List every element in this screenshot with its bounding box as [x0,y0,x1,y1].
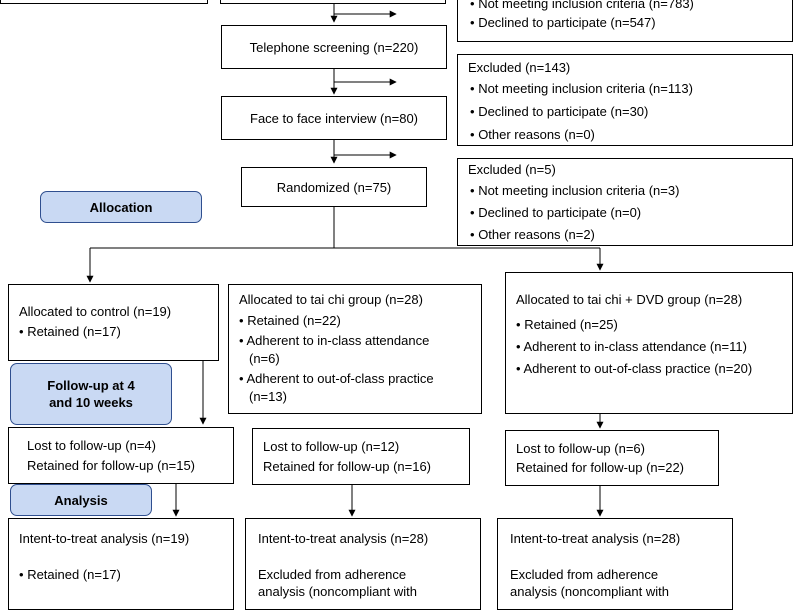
bullet-icon: • [239,333,244,348]
bullet-icon: • [19,324,24,339]
excluded2-title: Excluded (n=143) [468,60,571,75]
randomized-label: Randomized (n=75) [276,179,392,195]
dvd-item: Adherent to out-of-class practice (n=20) [523,361,753,376]
followup-text-line1: Follow-up at 4 [47,378,135,393]
excluded3-title: Excluded (n=5) [468,162,556,177]
dvd-followup-box: Lost to follow-up (n=6) Retained for fol… [505,430,719,486]
bullet-icon: • [239,371,244,386]
excluded2-item: Declined to participate (n=30) [478,104,649,119]
telephone-screening-box: Telephone screening (n=220) [221,25,447,69]
randomized-box: Randomized (n=75) [241,167,427,207]
bullet-icon: • [516,339,521,354]
dvd-itt-label: Intent-to-treat analysis (n=28) [510,531,681,546]
followup-label: Follow-up at 4 and 10 weeks [10,363,172,425]
dvd-retained-followup-label: Retained for follow-up (n=22) [516,460,685,475]
dvd-excl-line1: Excluded from adherence [510,567,659,582]
excluded-box-1: • Not meeting inclusion criteria (n=783)… [457,0,793,42]
control-analysis-box: Intent-to-treat analysis (n=19) • Retain… [8,518,234,610]
control-itt-label: Intent-to-treat analysis (n=19) [19,531,190,546]
bullet-icon: • [19,567,24,582]
control-followup-box: Lost to follow-up (n=4) Retained for fol… [8,427,234,484]
bullet-icon: • [470,104,475,119]
allocation-text: Allocation [89,199,153,215]
analysis-label: Analysis [10,484,152,516]
control-allocated-label: Allocated to control (n=19) [19,304,172,319]
taichi-excl-line1: Excluded from adherence [258,567,407,582]
control-analysis-item: Retained (n=17) [27,567,121,582]
bullet-icon: • [470,183,475,198]
excluded1-declined: Declined to participate (n=547) [478,15,656,30]
excluded-box-2: Excluded (n=143) • Not meeting inclusion… [457,54,793,146]
dvd-allocation-box: Allocated to tai chi + DVD group (n=28) … [505,272,793,414]
taichi-analysis-box: Intent-to-treat analysis (n=28) Excluded… [245,518,481,610]
taichi-followup-box: Lost to follow-up (n=12) Retained for fo… [252,428,470,485]
bullet-icon: • [470,81,475,96]
taichi-allocated-label: Allocated to tai chi group (n=28) [239,292,423,307]
telephone-screening-label: Telephone screening (n=220) [249,39,419,55]
excluded2-item: Other reasons (n=0) [478,127,595,142]
bullet-icon: • [516,361,521,376]
top-center-box [220,0,446,4]
control-retained-followup-label: Retained for follow-up (n=15) [27,458,196,473]
excluded1-not-meeting: Not meeting inclusion criteria (n=783) [478,0,694,11]
taichi-item: Adherent to out-of-class practice [246,371,434,386]
followup-text-line2: and 10 weeks [49,395,133,410]
bullet-icon: • [470,0,475,11]
bullet-icon: • [470,205,475,220]
excluded-box-3: Excluded (n=5) • Not meeting inclusion c… [457,158,793,246]
taichi-lost-label: Lost to follow-up (n=12) [263,439,400,454]
taichi-item: (n=13) [249,389,287,404]
control-item: Retained (n=17) [27,324,121,339]
excluded3-item: Declined to participate (n=0) [478,205,642,220]
control-allocation-box: Allocated to control (n=19) • Retained (… [8,284,219,361]
excluded3-item: Not meeting inclusion criteria (n=3) [478,183,680,198]
bullet-icon: • [470,227,475,242]
excluded2-item: Not meeting inclusion criteria (n=113) [478,81,693,96]
taichi-allocation-box: Allocated to tai chi group (n=28) • Reta… [228,284,482,414]
face-to-face-interview-box: Face to face interview (n=80) [221,96,447,140]
taichi-excl-line2: analysis (noncompliant with [258,584,417,599]
taichi-retained-followup-label: Retained for follow-up (n=16) [263,459,432,474]
interview-label: Face to face interview (n=80) [250,110,418,126]
bullet-icon: • [516,317,521,332]
control-lost-label: Lost to follow-up (n=4) [27,438,156,453]
dvd-item: Retained (n=25) [524,317,618,332]
dvd-excl-line2: analysis (noncompliant with [510,584,669,599]
taichi-item: (n=6) [249,351,280,366]
bullet-icon: • [470,127,475,142]
allocation-label: Allocation [40,191,202,223]
taichi-item: Retained (n=22) [247,313,341,328]
taichi-item: Adherent to in-class attendance [246,333,430,348]
taichi-itt-label: Intent-to-treat analysis (n=28) [258,531,429,546]
dvd-analysis-box: Intent-to-treat analysis (n=28) Excluded… [497,518,733,610]
dvd-allocated-label: Allocated to tai chi + DVD group (n=28) [516,292,743,307]
dvd-lost-label: Lost to follow-up (n=6) [516,441,645,456]
bullet-icon: • [239,313,244,328]
analysis-text: Analysis [54,492,108,508]
excluded3-item: Other reasons (n=2) [478,227,595,242]
bullet-icon: • [470,15,475,30]
dvd-item: Adherent to in-class attendance (n=11) [523,339,747,354]
top-left-box [0,0,208,4]
